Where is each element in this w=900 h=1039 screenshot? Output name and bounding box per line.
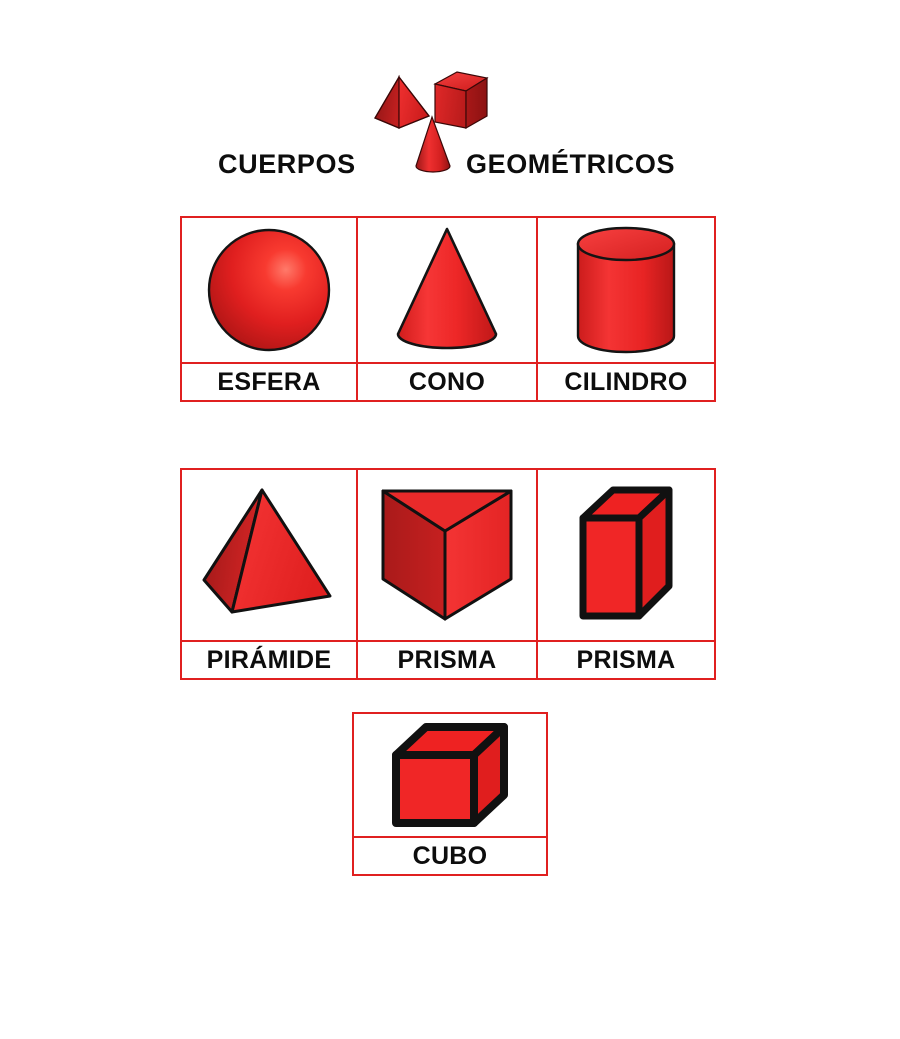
page-title-left: CUERPOS — [218, 149, 356, 179]
triangular-prism-icon — [381, 489, 513, 621]
shape-label-cilindro: CILINDRO — [564, 367, 688, 396]
poster-header: CUERPOS GEOMÉTRICOS — [0, 52, 900, 192]
shape-label-row: PIRÁMIDE PRISMA PRISMA — [182, 640, 714, 678]
shape-cell-cubo[interactable] — [354, 714, 546, 836]
shape-label-prisma-triangular: PRISMA — [358, 642, 538, 678]
shape-cell-prisma-rectangular[interactable] — [538, 470, 714, 640]
shape-image-row — [182, 218, 714, 362]
shape-label-cubo: CUBO — [412, 841, 488, 870]
pyramid-icon — [202, 488, 332, 614]
shape-cell-cilindro[interactable] — [538, 218, 714, 362]
cube-icon — [392, 723, 508, 827]
shape-cell-piramide[interactable] — [182, 470, 358, 640]
round-solids-table: ESFERA CONO CILINDRO — [180, 216, 716, 402]
shape-image-row — [182, 470, 714, 640]
shape-label-row: CUBO — [354, 836, 546, 874]
shape-label-prisma-rectangular: PRISMA — [576, 645, 676, 674]
shape-label-row: ESFERA CONO CILINDRO — [182, 362, 714, 400]
shape-cell-esfera[interactable] — [182, 218, 358, 362]
header-cone-icon — [415, 115, 451, 173]
shape-cell-cono[interactable] — [358, 218, 538, 362]
header-icon-cluster — [362, 62, 490, 180]
page-title-right: GEOMÉTRICOS — [466, 149, 676, 179]
shape-label-cono: CONO — [358, 364, 538, 400]
cylinder-icon — [576, 226, 676, 354]
shape-image-row — [354, 714, 546, 836]
cube-table: CUBO — [352, 712, 548, 876]
header-cube-icon — [433, 71, 489, 130]
rectangular-prism-icon — [579, 486, 673, 620]
sphere-icon — [207, 228, 331, 352]
shape-label-piramide: PIRÁMIDE — [182, 642, 358, 678]
polyhedra-table: PIRÁMIDE PRISMA PRISMA — [180, 468, 716, 680]
header-pyramid-icon — [374, 74, 431, 129]
shape-cell-prisma-triangular[interactable] — [358, 470, 538, 640]
shape-label-esfera: ESFERA — [182, 364, 358, 400]
cone-icon — [396, 227, 498, 350]
